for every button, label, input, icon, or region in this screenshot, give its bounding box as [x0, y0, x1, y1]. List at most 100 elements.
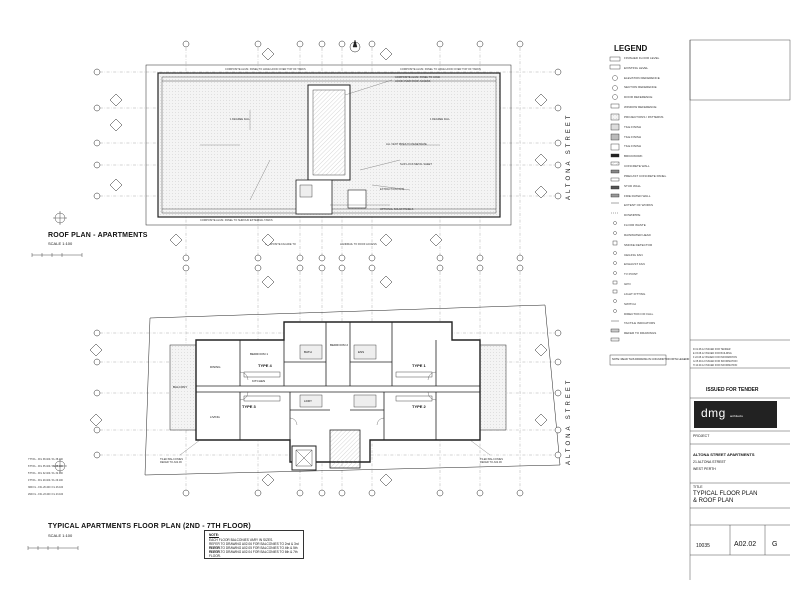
svg-text:TILED BALCONIES: TILED BALCONIES: [160, 457, 183, 461]
legend-item: LIGHT FITTING: [624, 291, 646, 296]
project-name: ALTONA STREET APARTMENTS: [693, 452, 755, 457]
legend-item: GPO: [624, 282, 631, 287]
legend-item: CONCRETE WALL: [624, 164, 650, 169]
revision-letter: G: [772, 541, 778, 548]
svg-text:SLIP-LOCK METAL SHEET: SLIP-LOCK METAL SHEET: [400, 162, 432, 166]
dmg-logo: dmg architects: [694, 401, 777, 428]
legend-item: WINDOW REFERENCE: [624, 105, 657, 110]
svg-text:F 22.08.12 ISSUED FOR INFORM: F 22.08.12 ISSUED FOR INFORMATION: [693, 356, 737, 359]
svg-text:TILED BALCONIES: TILED BALCONIES: [480, 457, 503, 461]
room-label: LDRY: [304, 399, 312, 403]
street-label: ALTONA STREET: [566, 112, 572, 200]
legend-item: SWITCH: [624, 301, 636, 306]
roof-plan-scale: SCALE 1:100: [48, 241, 73, 246]
svg-text:3RD FL - FFL 26.400 / FL 26.10: 3RD FL - FFL 26.400 / FL 26.100: [28, 486, 64, 489]
project-label: PROJECT: [693, 434, 710, 438]
legend-item: FINISHED FLOOR LEVEL: [624, 56, 660, 60]
typical-plan-scale: SCALE 1:100: [48, 533, 73, 538]
legend-item: FIRE RATED WALL: [624, 193, 651, 198]
legend-symbols: [609, 56, 667, 366]
legend-item: SMOKE DETECTOR: [624, 242, 653, 247]
note-line: REFER TO DRAWING A02.06 FOR BALCONIES TO…: [209, 542, 299, 550]
legend-item: EXHAUST FAN: [624, 262, 645, 267]
svg-text:5TH FL - FFL 32.400 / FL 32.10: 5TH FL - FFL 32.400 / FL 32.100: [28, 472, 63, 475]
legend-item: PRECAST CONCRETE PANEL: [624, 173, 667, 178]
logo-sub: architects: [730, 414, 743, 418]
legend-item: REFER TO DRAWINGS: [624, 331, 657, 336]
room-label: ENS: [358, 350, 365, 354]
project-address-1: 21 ALTONA STREET: [693, 460, 726, 464]
type-label: TYPE 3: [242, 404, 256, 409]
svg-text:REFER TO A02.06: REFER TO A02.06: [160, 460, 182, 464]
svg-text:E 15.08.12 ISSUED FOR BUILDI: E 15.08.12 ISSUED FOR BUILDING: [693, 352, 732, 355]
legend-item: TILE FINISH: [624, 134, 642, 139]
svg-text:REFER TO A02.06: REFER TO A02.06: [480, 460, 502, 464]
legend-item: DIRECTION OF FALL: [624, 311, 654, 316]
note-line: EACH FLOOR BALCONIES VARY IN SIZES.: [209, 538, 274, 542]
legend-item: STUD WALL: [624, 183, 642, 188]
legend-item: SECTION REFERENCE: [624, 85, 657, 90]
note-line: REFER TO DRAWING A02.04 FOR BALCONIES TO…: [209, 550, 298, 558]
street-label: ALTONA STREET: [566, 377, 572, 465]
legend-item: TILE FINISH: [624, 144, 642, 149]
svg-text:D 01.08.12 ISSUED FOR TENDER: D 01.08.12 ISSUED FOR TENDER: [693, 348, 731, 351]
title-label: TITLE: [693, 485, 703, 489]
svg-text:HANDRAIL TO ROOF ACCESS: HANDRAIL TO ROOF ACCESS: [340, 242, 377, 246]
type-label: TYPE 1: [412, 363, 426, 368]
project-address-2: WEST PERTH: [693, 467, 716, 471]
svg-text:COMPOSITE ALUM. PANEL TO HAVE: COMPOSITE ALUM. PANEL TO HAVE HOOD OVER …: [225, 67, 306, 71]
legend-item: CEILING FAN: [624, 252, 643, 257]
svg-text:G 05.09.12 ISSUED FOR INFORM: G 05.09.12 ISSUED FOR INFORMATION: [693, 360, 738, 363]
title-block: D 01.08.12 ISSUED FOR TENDER E 15.08.12 …: [689, 39, 791, 580]
legend-item: FLOOR WASTE: [624, 223, 646, 228]
svg-text:1 DEGREE FALL: 1 DEGREE FALL: [230, 117, 250, 121]
legend-item: EXISTING LEVEL: [624, 65, 649, 70]
svg-text:4TH FL - FFL 29.400 / FL 29.10: 4TH FL - FFL 29.400 / FL 29.100: [28, 479, 63, 482]
sheet-title-line-2: & ROOF PLAN: [693, 498, 734, 504]
issued-status: ISSUED FOR TENDER: [706, 387, 759, 393]
sheet-title-line-1: TYPICAL FLOOR PLAN: [693, 491, 758, 497]
svg-text:COMPOSITE ALUM. PANEL TO HAVE: COMPOSITE ALUM. PANEL TO HAVE HOOD OVER …: [400, 67, 481, 71]
legend-item: TACTILE INDICATORS: [624, 321, 656, 326]
legend-item: DOWNPIPE: [624, 213, 641, 218]
roof-plan: COMPOSITE ALUM. PANEL TO HAVE HOOD OVER …: [31, 39, 562, 262]
legend-item: TILE FINISH: [624, 124, 642, 129]
svg-text:OPTIONAL SOLAR PANELS: OPTIONAL SOLAR PANELS: [380, 207, 414, 211]
legend-item: BRICKWORK: [624, 154, 643, 159]
room-label: BEDROOM 2: [330, 343, 349, 347]
room-label: LIVING: [210, 415, 220, 419]
legend-title: LEGEND: [614, 44, 648, 53]
drawing-number: A02.02: [734, 541, 757, 548]
legend-item: TV POINT: [624, 272, 638, 277]
svg-text:COMPOSITE ALUM. PANEL TO SHROU: COMPOSITE ALUM. PANEL TO SHROUD EXTERNAL…: [200, 218, 273, 222]
typical-plan-title: TYPICAL APARTMENTS FLOOR PLAN (2ND - 7TH…: [48, 523, 251, 530]
svg-text:7TH FL - FFL 38.400 / FL 38.10: 7TH FL - FFL 38.400 / FL 38.100: [28, 458, 63, 461]
legend-item: PROJECTIONS / PATTERNS: [624, 114, 664, 119]
svg-text:COMPOSITE FACADE TO: COMPOSITE FACADE TO: [265, 242, 296, 246]
notes-box: NOTE: EACH FLOOR BALCONIES VARY IN SIZES…: [204, 530, 304, 559]
notes-heading: NOTE:: [209, 533, 219, 537]
svg-text:6TH FL - FFL 35.400 / FL 35.10: 6TH FL - FFL 35.400 / FL 35.100: [28, 465, 63, 468]
job-number: 10035: [696, 543, 710, 549]
room-label: BEDROOM 1: [250, 352, 269, 356]
legend-item: DOOR REFERENCE: [624, 95, 653, 100]
legend-note: NOTE: READ THIS DRAWING IN CONJUNCTION W…: [612, 358, 690, 361]
logo-text: dmg: [701, 406, 726, 420]
room-label: BATH: [304, 350, 312, 354]
svg-text:H 10.09.12 ISSUED FOR INFORM: H 10.09.12 ISSUED FOR INFORMATION: [693, 364, 737, 367]
room-label: KITCHEN: [252, 379, 266, 383]
legend-item: RAINWATER HEAD: [624, 232, 651, 237]
type-label: TYPE 4: [258, 363, 272, 368]
svg-text:EXTRACTION FANS: EXTRACTION FANS: [380, 187, 404, 191]
room-label: DINING: [210, 365, 221, 369]
svg-text:COMPOSITE ALUM. PANEL TO HAVE: COMPOSITE ALUM. PANEL TO HAVE: [395, 75, 440, 79]
svg-text:2ND FL - FFL 23.400 / FL 23.10: 2ND FL - FFL 23.400 / FL 23.100: [28, 493, 64, 496]
legend-item: EXTENT OF WORKS: [624, 203, 653, 208]
svg-text:ALL VENT PIPES TO PENETRATE: ALL VENT PIPES TO PENETRATE: [386, 142, 427, 146]
typical-floor-plan: TILED BALCONIES REFER TO A02.06 TILED BA…: [27, 264, 562, 550]
type-label: TYPE 2: [412, 404, 426, 409]
svg-text:HOOD OVER ROOF ACCESS: HOOD OVER ROOF ACCESS: [395, 79, 431, 83]
roof-plan-title: ROOF PLAN - APARTMENTS: [48, 232, 148, 239]
